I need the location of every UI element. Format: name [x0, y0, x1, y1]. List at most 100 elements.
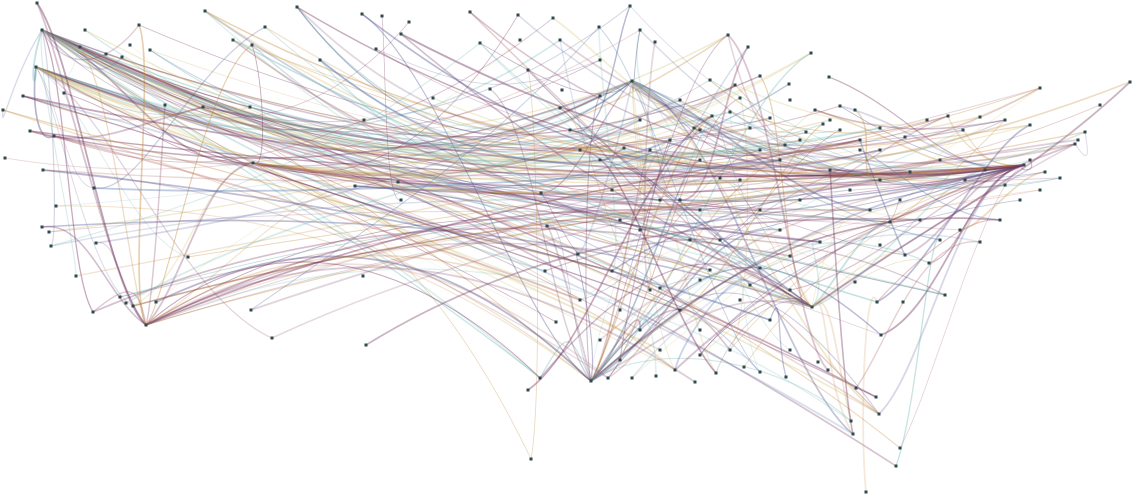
- edge-357: [432, 97, 1031, 165]
- node-95: [693, 380, 697, 384]
- node-37: [518, 38, 522, 42]
- edge-188: [132, 164, 1025, 307]
- edge-219: [623, 147, 1025, 186]
- edge-21: [41, 29, 601, 133]
- node-59: [54, 204, 58, 208]
- node-213: [788, 288, 792, 292]
- node-65: [118, 295, 122, 299]
- edge-227: [145, 131, 1086, 326]
- edge-4: [41, 29, 786, 164]
- node-202: [813, 108, 817, 112]
- edge-108: [631, 80, 880, 415]
- node-46: [374, 47, 378, 51]
- edge-141: [527, 69, 813, 308]
- edge-384: [729, 111, 949, 134]
- edge-317: [251, 44, 581, 163]
- edge-249: [204, 10, 801, 202]
- edge-176: [155, 255, 592, 382]
- node-122: [698, 278, 702, 282]
- edge-198: [202, 106, 1025, 177]
- edge-329: [876, 219, 1001, 303]
- edge-79: [252, 52, 812, 173]
- edge-237: [145, 162, 254, 326]
- edge-334: [319, 59, 661, 201]
- edge-232: [145, 242, 711, 326]
- edge-383: [264, 26, 701, 211]
- node-198: [1043, 170, 1047, 174]
- node-124: [618, 308, 622, 312]
- edge-307: [92, 227, 791, 313]
- node-209: [758, 148, 762, 152]
- edge-295: [889, 119, 1006, 223]
- node-207: [638, 118, 642, 122]
- node-79: [163, 103, 167, 107]
- edge-163: [585, 95, 601, 382]
- node-39: [598, 58, 602, 62]
- edge-327: [552, 17, 751, 131]
- edge-283: [862, 296, 878, 493]
- edge-169: [590, 357, 852, 422]
- edge-58: [32, 29, 43, 82]
- node-160: [978, 115, 982, 119]
- edge-124: [569, 129, 813, 308]
- edge-95: [631, 80, 761, 155]
- node-75: [353, 184, 357, 188]
- edge-218: [400, 33, 1025, 176]
- edge-203: [749, 164, 1025, 286]
- edge-269: [729, 111, 1086, 169]
- edge-42: [35, 66, 189, 258]
- edge-154: [121, 56, 592, 382]
- edge-128: [811, 209, 871, 308]
- node-24: [746, 45, 750, 49]
- edge-3: [41, 29, 546, 272]
- node-80: [201, 105, 205, 109]
- edge-184: [590, 266, 882, 382]
- node-50: [120, 55, 124, 59]
- edge-332: [859, 139, 906, 256]
- edge-251: [784, 144, 1061, 188]
- edge-245: [145, 185, 356, 326]
- edge-99: [631, 80, 941, 176]
- node-62: [49, 244, 53, 248]
- node-214: [678, 198, 682, 202]
- node-212: [748, 283, 752, 287]
- edge-62: [35, 66, 881, 160]
- edge-267: [119, 143, 1076, 298]
- node-97: [742, 365, 746, 369]
- edge-276: [155, 39, 521, 303]
- edge-104: [479, 42, 633, 95]
- edge-44: [35, 66, 911, 182]
- edge-51: [35, 66, 661, 351]
- edge-55: [35, 66, 676, 371]
- node-110: [879, 333, 883, 337]
- edge-22: [1, 29, 43, 118]
- edge-155: [590, 149, 651, 382]
- node-58: [92, 186, 96, 190]
- edge-49: [35, 66, 877, 398]
- edge-201: [590, 164, 1025, 382]
- edge-174: [590, 159, 781, 382]
- node-118: [818, 240, 822, 244]
- node-104: [877, 412, 881, 416]
- node-83: [545, 224, 549, 228]
- node-171: [768, 116, 772, 120]
- node-150: [1038, 188, 1042, 192]
- edge-71: [132, 162, 254, 307]
- edge-347: [145, 263, 609, 379]
- node-16: [468, 10, 472, 14]
- edge-77: [252, 162, 532, 460]
- edge-243: [145, 261, 541, 379]
- edge-224: [232, 39, 1025, 175]
- edge-266: [527, 115, 713, 391]
- edge-358: [539, 263, 813, 379]
- node-172: [748, 126, 752, 130]
- edge-250: [639, 308, 731, 351]
- edge-106: [631, 80, 1046, 180]
- node-134: [638, 228, 642, 232]
- edge-118: [631, 80, 647, 231]
- edge-43: [35, 66, 557, 323]
- edge-324: [129, 44, 561, 150]
- edge-57: [35, 66, 711, 271]
